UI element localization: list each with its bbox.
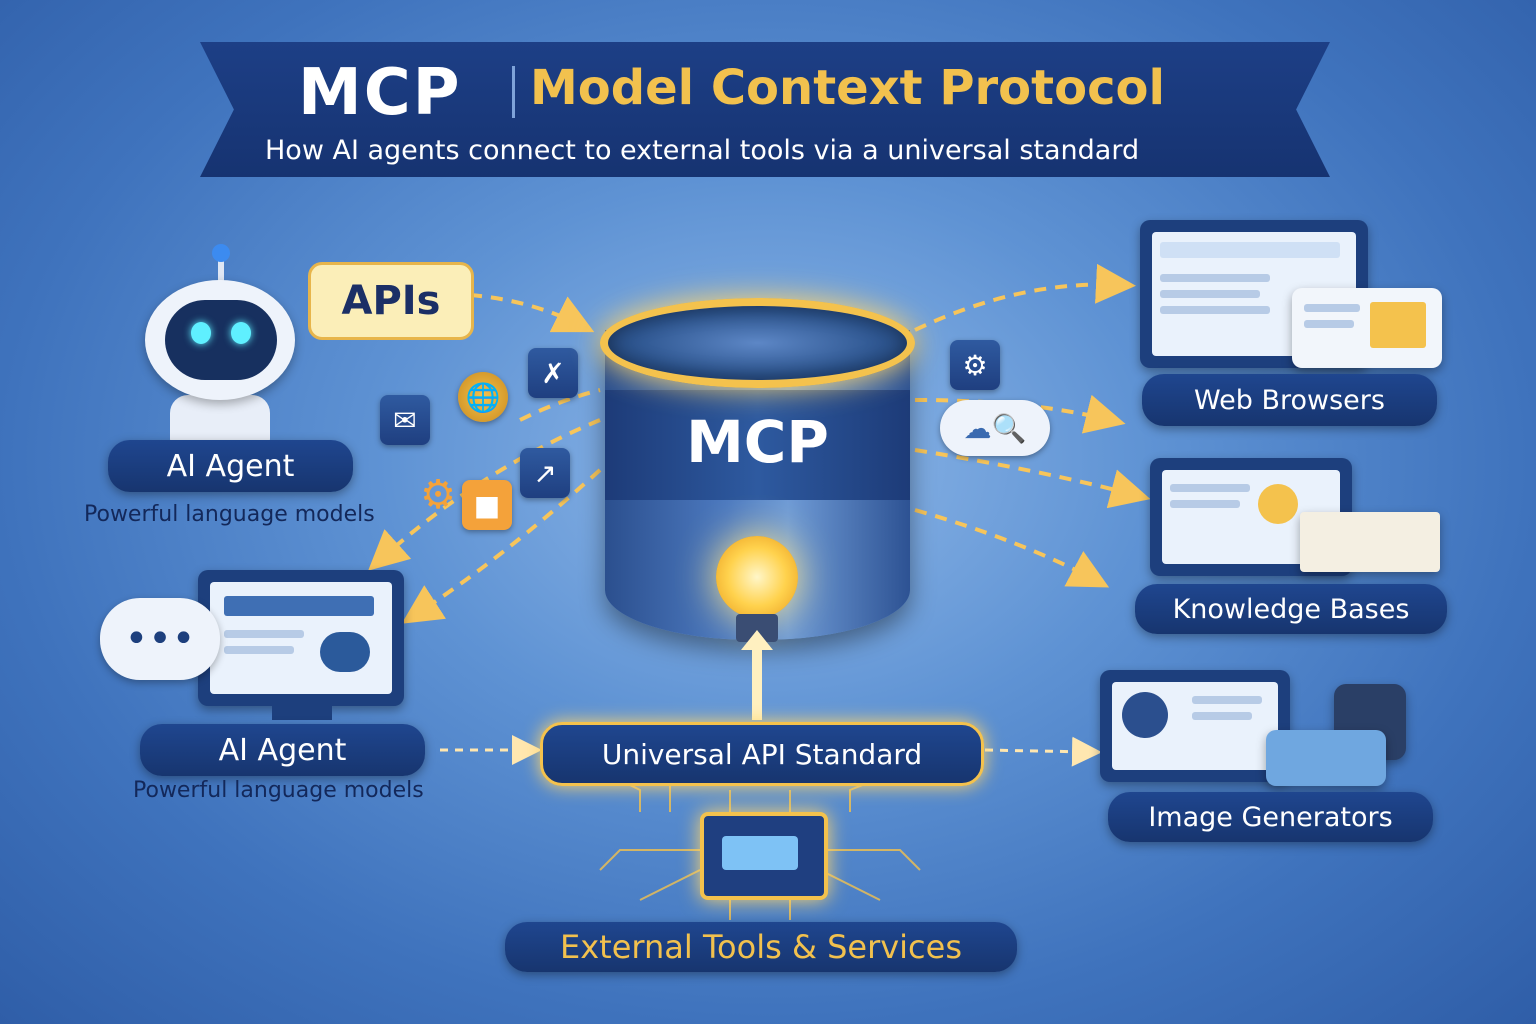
mcp-hub-label: MCP <box>605 408 910 476</box>
agent-caption-1: Powerful language models <box>84 502 375 527</box>
agent-monitor-stand <box>272 706 332 720</box>
agent-label-2: AI Agent <box>140 724 425 776</box>
target-label-knowledge-bases: Knowledge Bases <box>1135 584 1447 634</box>
robot-eye-right <box>231 322 251 344</box>
image-gen-monitor <box>1100 670 1290 782</box>
robot-antenna-tip <box>212 244 230 262</box>
up-arrow <box>752 640 762 720</box>
robot-body <box>170 395 270 445</box>
title-acronym: MCP <box>298 56 462 130</box>
landscape-image-icon <box>1266 730 1386 786</box>
globe-icon: 🌐 <box>458 372 508 422</box>
robot-face <box>165 300 277 380</box>
target-label-web-browsers: Web Browsers <box>1142 374 1437 426</box>
book-icon <box>1300 512 1440 572</box>
tools-icon: ✗ <box>528 348 578 398</box>
chat-icon: ✉ <box>380 395 430 445</box>
external-tools-label: External Tools & Services <box>505 922 1017 972</box>
browser-window-overlay <box>1292 288 1442 368</box>
agent-caption-2: Powerful language models <box>133 778 424 803</box>
gear-icon: ⚙ <box>413 470 463 520</box>
apis-speech-bubble: APIs <box>308 262 474 340</box>
puzzle-icon: ■ <box>462 480 512 530</box>
title-divider <box>512 66 515 118</box>
target-label-image-generators: Image Generators <box>1108 792 1433 842</box>
agent-label-1: AI Agent <box>108 440 353 492</box>
subtitle: How AI agents connect to external tools … <box>265 135 1139 166</box>
agent-monitor <box>198 570 404 706</box>
cloud-search-icon: ☁🔍 <box>940 400 1050 456</box>
chat-bubble-icon: ••• <box>100 598 220 680</box>
settings-gear-icon: ⚙ <box>950 340 1000 390</box>
title-full-name: Model Context Protocol <box>530 60 1165 116</box>
universal-api-standard: Universal API Standard <box>540 722 984 786</box>
chip-screen <box>722 836 798 870</box>
mcp-hub-top <box>600 298 915 388</box>
lightbulb-icon <box>716 536 798 618</box>
chart-icon: ↗ <box>520 448 570 498</box>
robot-eye-left <box>191 322 211 344</box>
